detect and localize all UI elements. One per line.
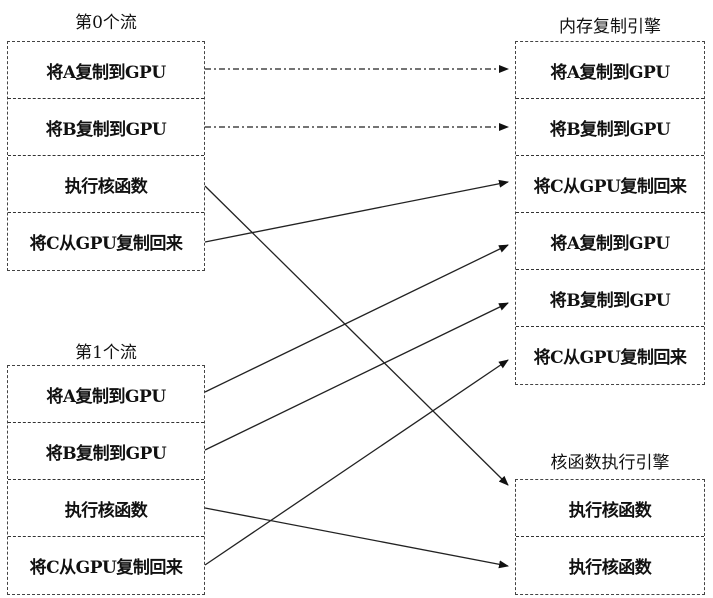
stream0-task: 执行核函数	[8, 156, 204, 213]
arrow-s1-copy-a	[204, 244, 509, 393]
stream1-column: 将A复制到GPU 将B复制到GPU 执行核函数 将C从GPU复制回来	[7, 365, 205, 595]
kernel-engine-task: 执行核函数	[568, 558, 652, 578]
stream0-task: 将A复制到GPU	[8, 42, 204, 99]
stream1-task: 执行核函数	[8, 480, 204, 537]
copy-engine-task: 将B复制到GPU	[516, 99, 704, 156]
stream1-task: 将A复制到GPU	[8, 366, 204, 423]
arrow-s0-kernel	[204, 185, 509, 486]
kernel-engine-task: 执行核函数	[516, 480, 704, 537]
copy-engine-task: 将A复制到GPU	[516, 42, 704, 99]
kernel-engine-title: 核函数执行引擎	[550, 453, 670, 473]
stream1-task: 将C从GPU复制回来	[29, 558, 183, 578]
copy-engine-task: 将C从GPU复制回来	[516, 156, 704, 213]
stream0-column: 将A复制到GPU 将B复制到GPU 执行核函数 将C从GPU复制回来	[7, 41, 205, 271]
copy-engine-task: 将B复制到GPU	[516, 270, 704, 327]
stream1-task: 将B复制到GPU	[8, 423, 204, 480]
stream0-title: 第0个流	[75, 13, 137, 33]
arrow-s1-copy-b	[204, 302, 509, 451]
copy-engine-title: 内存复制引擎	[559, 17, 661, 37]
stream1-title: 第1个流	[75, 343, 137, 363]
stream0-task: 将B复制到GPU	[8, 99, 204, 156]
arrow-s1-copy-c	[204, 359, 509, 566]
copy-engine-task: 将A复制到GPU	[516, 213, 704, 270]
copy-engine-task: 将C从GPU复制回来	[533, 348, 687, 368]
arrow-s0-copy-c	[204, 179, 509, 243]
copy-engine-column: 将A复制到GPU 将B复制到GPU 将C从GPU复制回来 将A复制到GPU 将B…	[515, 41, 705, 385]
arrow-s1-kernel	[204, 507, 509, 569]
stream0-task: 将C从GPU复制回来	[29, 234, 183, 254]
kernel-engine-column: 执行核函数 执行核函数	[515, 479, 705, 595]
